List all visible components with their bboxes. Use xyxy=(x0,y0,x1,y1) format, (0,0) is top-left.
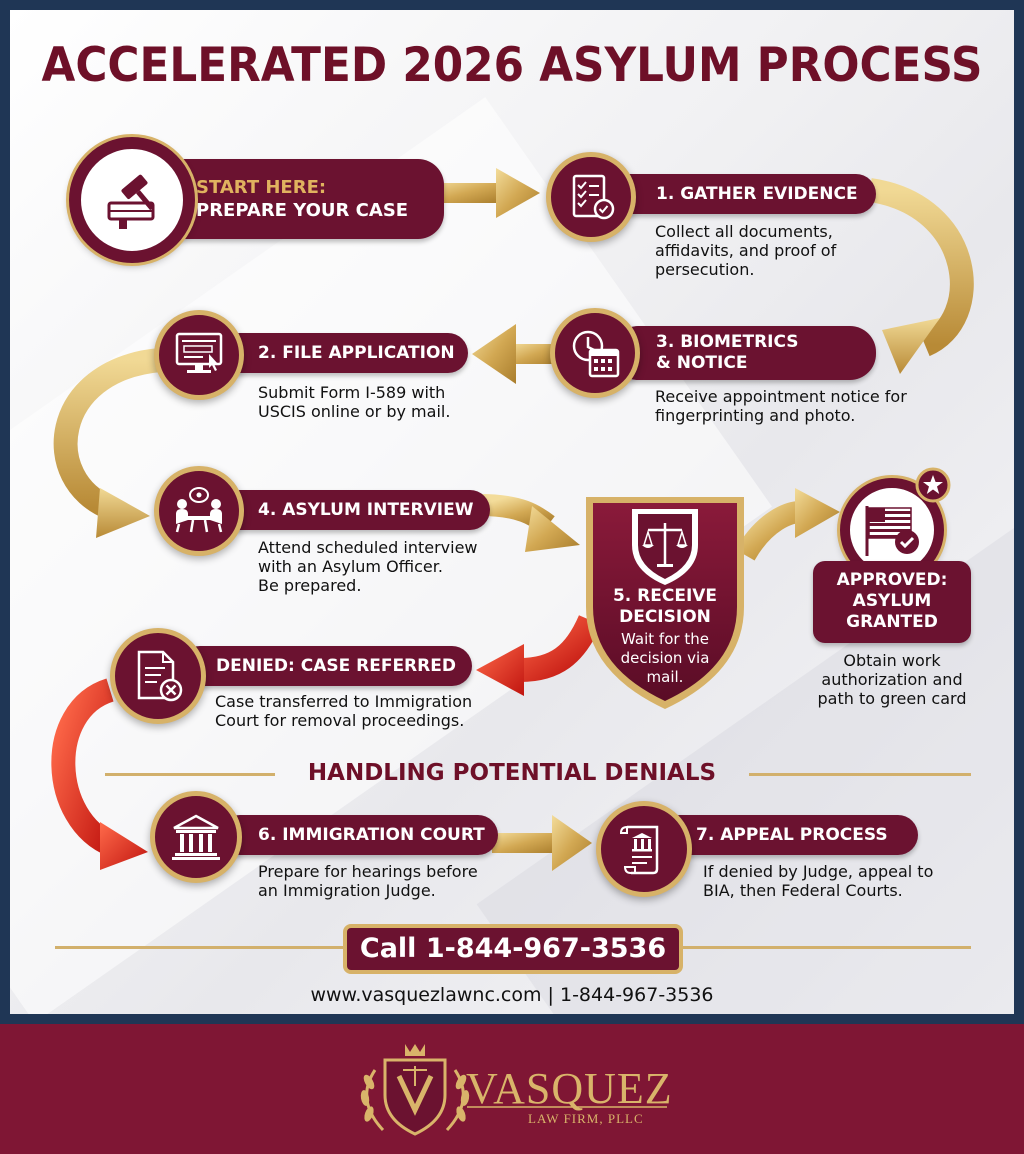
approved-box: APPROVED: ASYLUM GRANTED xyxy=(813,561,971,643)
step4-desc-line: Be prepared. xyxy=(258,576,362,595)
courthouse-icon xyxy=(172,814,220,860)
arrow-step1-to-step3 xyxy=(867,178,974,374)
approved-desc-line: Obtain work xyxy=(843,651,941,670)
step1-circle xyxy=(546,152,636,242)
approved-label-line: ASYLUM xyxy=(852,591,932,611)
firm-logo xyxy=(360,1044,667,1136)
flag-check-icon xyxy=(865,506,919,556)
denied-pill: DENIED: CASE REFERRED xyxy=(180,646,472,686)
step5-label-line1: 5. RECEIVE xyxy=(612,586,718,606)
page-title: ACCELERATED 2026 ASYLUM PROCESS xyxy=(41,38,983,93)
denied-circle xyxy=(110,628,206,724)
step3-desc-line: Receive appointment notice for xyxy=(655,387,907,406)
step1-pill: 1. GATHER EVIDENCE xyxy=(610,174,876,214)
arrow-step5-to-approved xyxy=(735,488,840,561)
step7-pill: 7. APPEAL PROCESS xyxy=(660,815,918,855)
step2-pill: 2. FILE APPLICATION xyxy=(220,333,468,373)
arrow-step3-to-step2 xyxy=(472,324,560,384)
denied-desc: Case transferred to Immigration Court fo… xyxy=(215,692,472,730)
step2-desc-line: Submit Form I-589 with xyxy=(258,383,446,402)
step2-circle xyxy=(154,310,244,400)
step3-desc-line: fingerprinting and photo. xyxy=(655,406,856,425)
step2-desc-line: USCIS online or by mail. xyxy=(258,402,451,421)
footer-band xyxy=(0,1024,1024,1154)
call-button[interactable]: Call 1-844-967-3536 xyxy=(343,924,683,974)
step6-desc: Prepare for hearings before an Immigrati… xyxy=(258,862,478,900)
start-line2: PREPARE YOUR CASE xyxy=(196,200,409,221)
step6-desc-line: an Immigration Judge. xyxy=(258,881,436,900)
step1-desc-line: affidavits, and proof of xyxy=(655,241,837,260)
section-divider-right xyxy=(749,773,971,776)
step1-desc: Collect all documents, affidavits, and p… xyxy=(655,222,836,279)
denied-label: DENIED: CASE REFERRED xyxy=(216,656,456,676)
step4-desc-line: with an Asylum Officer. xyxy=(258,557,443,576)
step2-label: 2. FILE APPLICATION xyxy=(258,343,455,363)
interview-icon xyxy=(175,487,223,533)
step5-desc-line: Wait for the xyxy=(621,630,709,648)
computer-form-icon xyxy=(175,332,223,373)
denied-desc-line: Case transferred to Immigration xyxy=(215,692,473,711)
step1-desc-line: persecution. xyxy=(655,260,755,279)
star-badge-icon xyxy=(915,467,951,503)
step5-label-line2: DECISION xyxy=(619,607,711,627)
laurel-crest-icon xyxy=(360,1044,470,1136)
step6-label: 6. IMMIGRATION COURT xyxy=(258,825,485,845)
step3-desc: Receive appointment notice for fingerpri… xyxy=(655,387,907,425)
clock-calendar-icon xyxy=(572,330,620,378)
arrow-step4-to-step5 xyxy=(479,494,580,552)
step5-desc-line: mail. xyxy=(646,668,684,686)
step7-desc-line: If denied by Judge, appeal to xyxy=(703,862,934,881)
arrow-step2-to-step4 xyxy=(53,348,162,538)
scroll-icon xyxy=(619,825,659,875)
approved-desc-line: path to green card xyxy=(817,689,967,708)
denied-desc-line: Court for removal proceedings. xyxy=(215,711,465,730)
step5-text: 5. RECEIVE DECISION Wait for the decisio… xyxy=(598,586,732,687)
website-line[interactable]: www.vasquezlawnc.com | 1-844-967-3536 xyxy=(310,984,714,1006)
call-divider-right xyxy=(683,946,971,949)
arrow-step5-to-denied xyxy=(476,614,602,696)
step3-label-line2: & NOTICE xyxy=(656,353,748,373)
step3-label-line1: 3. BIOMETRICS xyxy=(656,332,799,352)
approved-desc-line: authorization and xyxy=(821,670,963,689)
step7-desc: If denied by Judge, appeal to BIA, then … xyxy=(703,862,933,900)
step3-circle xyxy=(550,308,640,398)
denied-document-icon xyxy=(137,650,183,702)
step7-desc-line: BIA, then Federal Courts. xyxy=(703,881,903,900)
scales-shield-icon xyxy=(632,509,698,585)
step4-pill: 4. ASYLUM INTERVIEW xyxy=(220,490,490,530)
step3-pill: 3. BIOMETRICS & NOTICE xyxy=(612,326,876,380)
start-circle xyxy=(69,137,195,263)
call-divider-left xyxy=(55,946,345,949)
approved-label-line: GRANTED xyxy=(846,612,938,632)
step4-desc-line: Attend scheduled interview xyxy=(258,538,478,557)
step4-label: 4. ASYLUM INTERVIEW xyxy=(258,500,474,520)
step5-desc-line: decision via xyxy=(620,649,710,667)
arrow-step6-to-step7 xyxy=(492,815,592,871)
step4-desc: Attend scheduled interview with an Asylu… xyxy=(258,538,478,595)
step1-desc-line: Collect all documents, xyxy=(655,222,833,241)
step7-label: 7. APPEAL PROCESS xyxy=(696,825,888,845)
start-pill: START HERE: PREPARE YOUR CASE xyxy=(148,159,444,239)
approved-desc: Obtain work authorization and path to gr… xyxy=(808,651,976,708)
arrow-denied-to-step6 xyxy=(51,678,148,870)
step1-label: 1. GATHER EVIDENCE xyxy=(656,184,858,204)
firm-subtitle: LAW FIRM, PLLC xyxy=(528,1111,644,1126)
step7-circle xyxy=(596,801,692,897)
approved-label-line: APPROVED: xyxy=(836,570,948,590)
step6-desc-line: Prepare for hearings before xyxy=(258,862,478,881)
section-divider-left xyxy=(105,773,275,776)
step4-circle xyxy=(154,466,244,556)
gavel-book-icon xyxy=(107,174,155,229)
step6-pill: 6. IMMIGRATION COURT xyxy=(220,815,498,855)
step6-circle xyxy=(150,791,242,883)
start-line1: START HERE: xyxy=(196,177,327,198)
step2-desc: Submit Form I-589 with USCIS online or b… xyxy=(258,383,450,421)
checklist-icon xyxy=(572,174,615,220)
decision-shield xyxy=(586,497,744,709)
firm-name: VASQUEZ xyxy=(466,1064,673,1113)
section-title: HANDLING POTENTIAL DENIALS xyxy=(307,760,717,786)
arrow-start-to-step1 xyxy=(430,168,540,218)
